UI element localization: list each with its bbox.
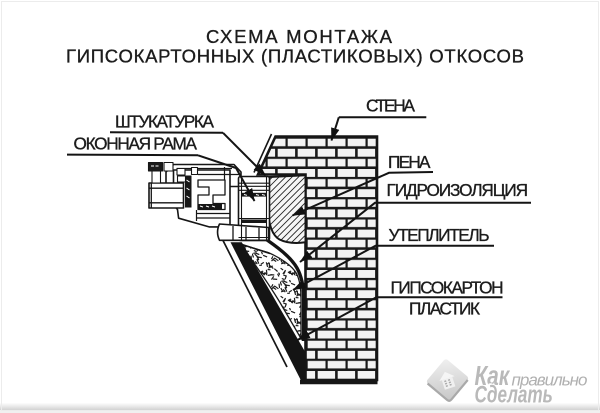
svg-text:ГИПСОКАРТОН: ГИПСОКАРТОН [391,278,504,298]
svg-text:правильно: правильно [512,371,588,390]
svg-text:ПЕНА: ПЕНА [388,152,431,172]
svg-text:Как: Как [473,360,509,391]
svg-text:ПЛАСТИК: ПЛАСТИК [409,299,480,319]
svg-text:ШТУКАТУРКА: ШТУКАТУРКА [115,112,215,132]
svg-text:Сделать: Сделать [473,380,551,407]
svg-text:СТЕНА: СТЕНА [366,95,416,115]
svg-text:Как: Как [475,361,511,392]
svg-text:ГИДРОИЗОЛЯЦИЯ: ГИДРОИЗОЛЯЦИЯ [387,180,529,200]
svg-text:УТЕПЛИТЕЛЬ: УТЕПЛИТЕЛЬ [389,225,490,245]
svg-text:ГИПСОКАРТОННЫХ (ПЛАСТИКОВЫХ): ГИПСОКАРТОННЫХ (ПЛАСТИКОВЫХ) ОТКОСОВ [66,46,524,67]
svg-text:ОКОННАЯ РАМА: ОКОННАЯ РАМА [74,134,198,154]
svg-text:СХЕМА МОНТАЖА: СХЕМА МОНТАЖА [206,26,393,47]
